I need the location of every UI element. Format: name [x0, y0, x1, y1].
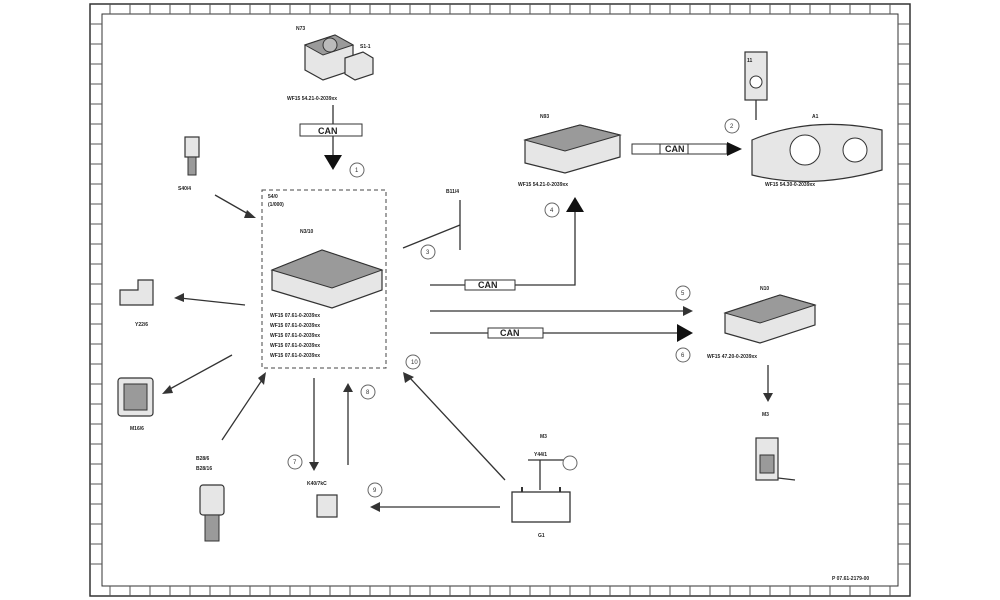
g1-label: G1	[538, 533, 545, 539]
m3-label: M3	[540, 434, 547, 440]
n73-wf-label: WF15 54.21-0-2039xx	[287, 96, 337, 102]
b28-6-sensor: B28/6 B28/16	[196, 372, 266, 542]
number-2: 2	[730, 124, 734, 130]
can-link-n93-a1: CAN 2	[631, 118, 742, 156]
number-1: 1	[355, 168, 359, 174]
k40-7kc-relay: 7 8 K40/7kC	[287, 378, 376, 518]
can-label-1: CAN	[318, 126, 338, 136]
b11-4-connection: B11/4 3	[402, 189, 461, 260]
number-4: 4	[550, 208, 554, 214]
k40-7kc-label: K40/7kC	[307, 481, 327, 487]
diagram-footer: P 07.61-2179-00	[832, 576, 869, 582]
can-link-n73: CAN 1	[299, 105, 365, 178]
can-label-3: CAN	[478, 280, 498, 290]
m16-6-actuator: M16/6	[117, 354, 233, 432]
a1-wf-label: WF15 54.30-0-2039xx	[765, 182, 815, 188]
number-5: 5	[681, 291, 685, 297]
number-7: 7	[293, 460, 297, 466]
ecu-wf-list: WF15 07.61-0-2039xx WF15 07.61-0-2039xx …	[270, 313, 320, 359]
g1-battery: G1 9 10	[367, 354, 571, 539]
links-ecu-n10: CAN 5 6	[430, 285, 693, 363]
ecu-wf-line: WF15 07.61-0-2039xx	[270, 313, 320, 319]
number-10: 10	[411, 360, 418, 366]
n10-label: N10	[760, 286, 769, 292]
ecu-wf-line: WF15 07.61-0-2039xx	[270, 333, 320, 339]
n93-module: N93 WF15 54.21-0-2039xx	[518, 114, 622, 188]
n73-ignition-switch: N73 S1-1 WF15 54.21-0-2039xx	[287, 26, 374, 102]
number-8: 8	[366, 390, 370, 396]
s1-1-label: S1-1	[360, 44, 371, 50]
n73-label: N73	[296, 26, 305, 32]
m3-component: M3 Y44/1	[528, 434, 578, 490]
b28-6-label: B28/6	[196, 456, 210, 462]
n10-module: N10 WF15 47.20-0-2039xx M3	[707, 286, 817, 481]
n93-label: N93	[540, 114, 549, 120]
b28-16-label: B28/16	[196, 466, 212, 472]
ecu-id: N3/10	[300, 229, 314, 235]
ecu-n3-10: 54/0 (1/000) N3/10 WF15 07.61-0-2039xx W…	[261, 189, 387, 369]
ecu-wf-line: WF15 07.61-0-2039xx	[270, 323, 320, 329]
y22-6-actuator: Y22/6	[119, 279, 246, 328]
can-label-2: CAN	[665, 144, 685, 154]
s40-4-sensor: S40/4	[178, 136, 256, 218]
ecu-wf-line: WF15 07.61-0-2039xx	[270, 353, 320, 359]
a1-instrument-cluster: 11 A1 WF15 54.30-0-2039xx	[744, 51, 883, 188]
y22-6-label: Y22/6	[135, 322, 148, 328]
ecu-sub: (1/000)	[268, 202, 284, 208]
ecu-wf-line: WF15 07.61-0-2039xx	[270, 343, 320, 349]
can-label-4: CAN	[500, 328, 520, 338]
m3-sub-label: Y44/1	[534, 452, 547, 458]
ecu-title: 54/0	[268, 194, 278, 200]
m16-6-label: M16/6	[130, 426, 144, 432]
number-9: 9	[373, 488, 377, 494]
s40-4-label: S40/4	[178, 186, 191, 192]
a1-label: A1	[812, 114, 819, 120]
m3b-label: M3	[762, 412, 769, 418]
n10-wf-label: WF15 47.20-0-2039xx	[707, 354, 757, 360]
n93-wf-label: WF15 54.21-0-2039xx	[518, 182, 568, 188]
number-3: 3	[426, 250, 430, 256]
a1-switch-label: 11	[747, 58, 753, 64]
b11-4-label: B11/4	[446, 189, 459, 195]
number-6: 6	[681, 353, 685, 359]
diagram-frame	[89, 3, 911, 597]
can-link-ecu-n93: CAN 4	[430, 197, 584, 291]
